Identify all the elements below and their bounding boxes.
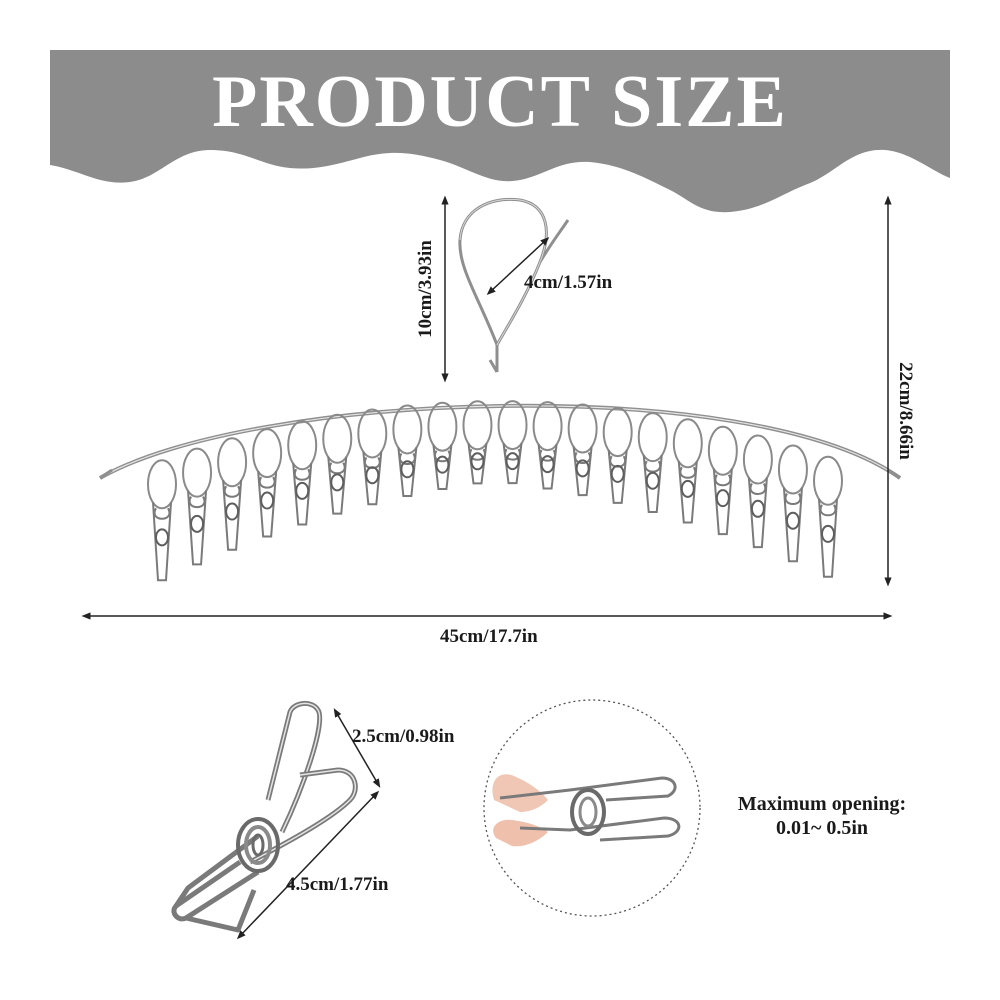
hanger-clip: [322, 413, 353, 515]
clip-body: [747, 477, 768, 549]
total-width-label: 45cm/17.7in: [440, 626, 538, 647]
hanger-clip: [462, 400, 493, 485]
clip-ring: [813, 455, 843, 506]
clip-width-label: 2.5cm/0.98in: [352, 726, 455, 747]
hanger-clip: [637, 412, 668, 514]
clip-spring: [821, 524, 835, 543]
hanger-clip: [497, 400, 528, 485]
clip-spring: [155, 528, 169, 547]
clip-spring: [785, 511, 800, 530]
hanger-clips: [147, 400, 843, 582]
clip-length-label: 4.5cm/1.77in: [286, 874, 389, 895]
clip-spring: [295, 481, 310, 500]
hanger-clip: [287, 420, 318, 526]
clip-length-arrow: [236, 790, 380, 940]
hook-width-arrow: [486, 236, 550, 296]
clip-ring: [147, 459, 177, 510]
clip-spring: [715, 489, 730, 508]
hanger-clip: [252, 428, 283, 538]
clip-spring: [540, 455, 555, 474]
hook-height-label: 10cm/3.93in: [415, 240, 436, 338]
clip-ring: [217, 437, 248, 488]
clip-spring: [365, 466, 380, 485]
clip-ring: [742, 434, 773, 485]
clip-width-arrow: [333, 708, 381, 788]
max-opening-title: Maximum opening:: [737, 793, 907, 815]
clip-spring: [645, 471, 660, 490]
hanger-clip: [567, 403, 598, 497]
clip-ring: [532, 401, 563, 452]
clip-spring: [750, 499, 765, 518]
clip-ring: [672, 418, 703, 469]
clip-body: [187, 490, 208, 566]
clip-ring: [462, 400, 493, 451]
clip-ring: [392, 404, 423, 455]
clip-ring: [567, 403, 598, 454]
clip-ring: [427, 401, 458, 452]
hanger-clip: [602, 407, 633, 504]
clip-ring: [637, 412, 668, 463]
clip-ring: [707, 425, 738, 476]
clip-ring: [602, 407, 633, 458]
hanger-clip: [532, 401, 563, 490]
clip-body: [818, 498, 838, 578]
clip-spring: [575, 459, 590, 478]
hanger-clip: [427, 401, 458, 491]
clip-ring: [182, 447, 213, 498]
hanger-clip: [672, 418, 703, 524]
page-title: PRODUCT SIZE: [212, 61, 788, 143]
clip-spring: [330, 473, 345, 492]
clip-spring: [505, 452, 520, 471]
clip-ring: [497, 400, 528, 451]
hanger-clip: [217, 437, 248, 551]
single-clip: [171, 701, 358, 933]
hanger-clip: [707, 425, 738, 536]
hanger-clip: [147, 459, 177, 582]
hanger-clip: [777, 444, 808, 563]
hanger-clip: [392, 404, 423, 497]
banner-background: [50, 50, 950, 213]
clip-body: [222, 480, 243, 551]
clip-body: [152, 502, 172, 582]
max-opening-range: 0.01~ 0.5in: [775, 817, 869, 839]
hook-highlight: [459, 198, 547, 346]
hook-width-label: 4cm/1.57in: [524, 272, 613, 293]
clip-spring: [400, 460, 415, 479]
clip-spring: [680, 479, 695, 498]
clip-ring: [252, 428, 283, 479]
hanger-clip: [742, 434, 773, 549]
clip-ring: [322, 413, 353, 464]
clip-ring: [357, 408, 388, 459]
hanger-clip: [182, 447, 213, 566]
clip-spring: [225, 502, 240, 521]
clip-ring: [287, 420, 318, 471]
max-opening-label: Maximum opening: 0.01~ 0.5in: [712, 792, 932, 840]
total-height-label: 22cm/8.66in: [895, 362, 916, 460]
clip-spring: [435, 455, 450, 474]
clip-ring: [777, 444, 808, 495]
clip-spring: [470, 452, 485, 471]
hanger-clip: [813, 455, 843, 578]
clip-spring: [260, 491, 275, 510]
clip-body: [782, 487, 803, 563]
hanger-clip: [357, 408, 388, 506]
opening-detail-image: [492, 774, 681, 847]
opening-detail-circle: [483, 699, 701, 917]
clip-spring: [190, 514, 205, 533]
clip-spring: [610, 464, 625, 483]
